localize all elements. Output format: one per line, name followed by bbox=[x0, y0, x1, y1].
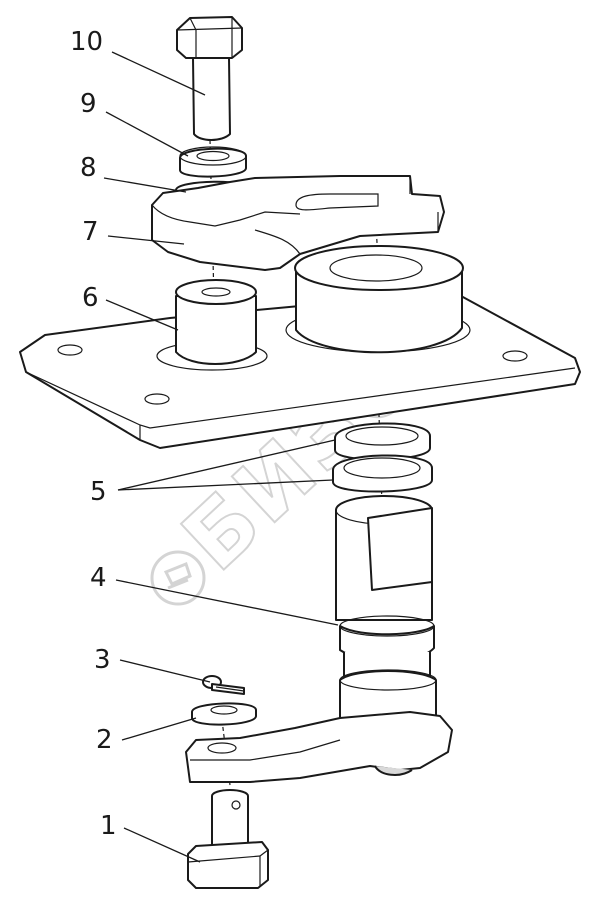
part-3-cotter-pin bbox=[202, 675, 245, 695]
callout-1: 1 bbox=[100, 811, 117, 841]
part-6-base-plate bbox=[19, 245, 581, 449]
leader-lines bbox=[103, 51, 339, 863]
leader-10 bbox=[111, 51, 206, 96]
part-10-bolt bbox=[176, 16, 243, 141]
part-1-pin bbox=[187, 789, 269, 889]
part-7-lever bbox=[151, 175, 445, 271]
leader-1 bbox=[123, 827, 201, 863]
leader-9 bbox=[105, 111, 189, 157]
callout-4: 4 bbox=[90, 563, 107, 593]
part-5-rings bbox=[332, 422, 433, 493]
watermark-logo-icon bbox=[150, 550, 206, 606]
part-2-washer bbox=[191, 702, 257, 726]
callout-labels: 10 9 8 7 6 5 4 3 2 1 bbox=[70, 27, 117, 841]
callout-3: 3 bbox=[94, 645, 111, 675]
leader-5a bbox=[117, 439, 336, 491]
leader-5b bbox=[117, 479, 334, 491]
part-4-shaft bbox=[335, 495, 437, 726]
callout-6: 6 bbox=[82, 283, 99, 313]
leader-3 bbox=[119, 659, 211, 683]
part-4-lever-arm bbox=[185, 711, 453, 783]
part-9-washer bbox=[179, 146, 247, 178]
callout-9: 9 bbox=[80, 89, 97, 119]
leader-8 bbox=[103, 177, 187, 193]
callout-5: 5 bbox=[90, 477, 107, 507]
leader-2 bbox=[121, 717, 197, 741]
callout-7: 7 bbox=[82, 217, 99, 247]
leader-7 bbox=[107, 235, 185, 245]
leader-6 bbox=[105, 299, 179, 331]
callout-2: 2 bbox=[96, 725, 113, 755]
leader-4 bbox=[115, 579, 339, 626]
callout-10: 10 bbox=[70, 27, 103, 57]
callout-8: 8 bbox=[80, 153, 97, 183]
